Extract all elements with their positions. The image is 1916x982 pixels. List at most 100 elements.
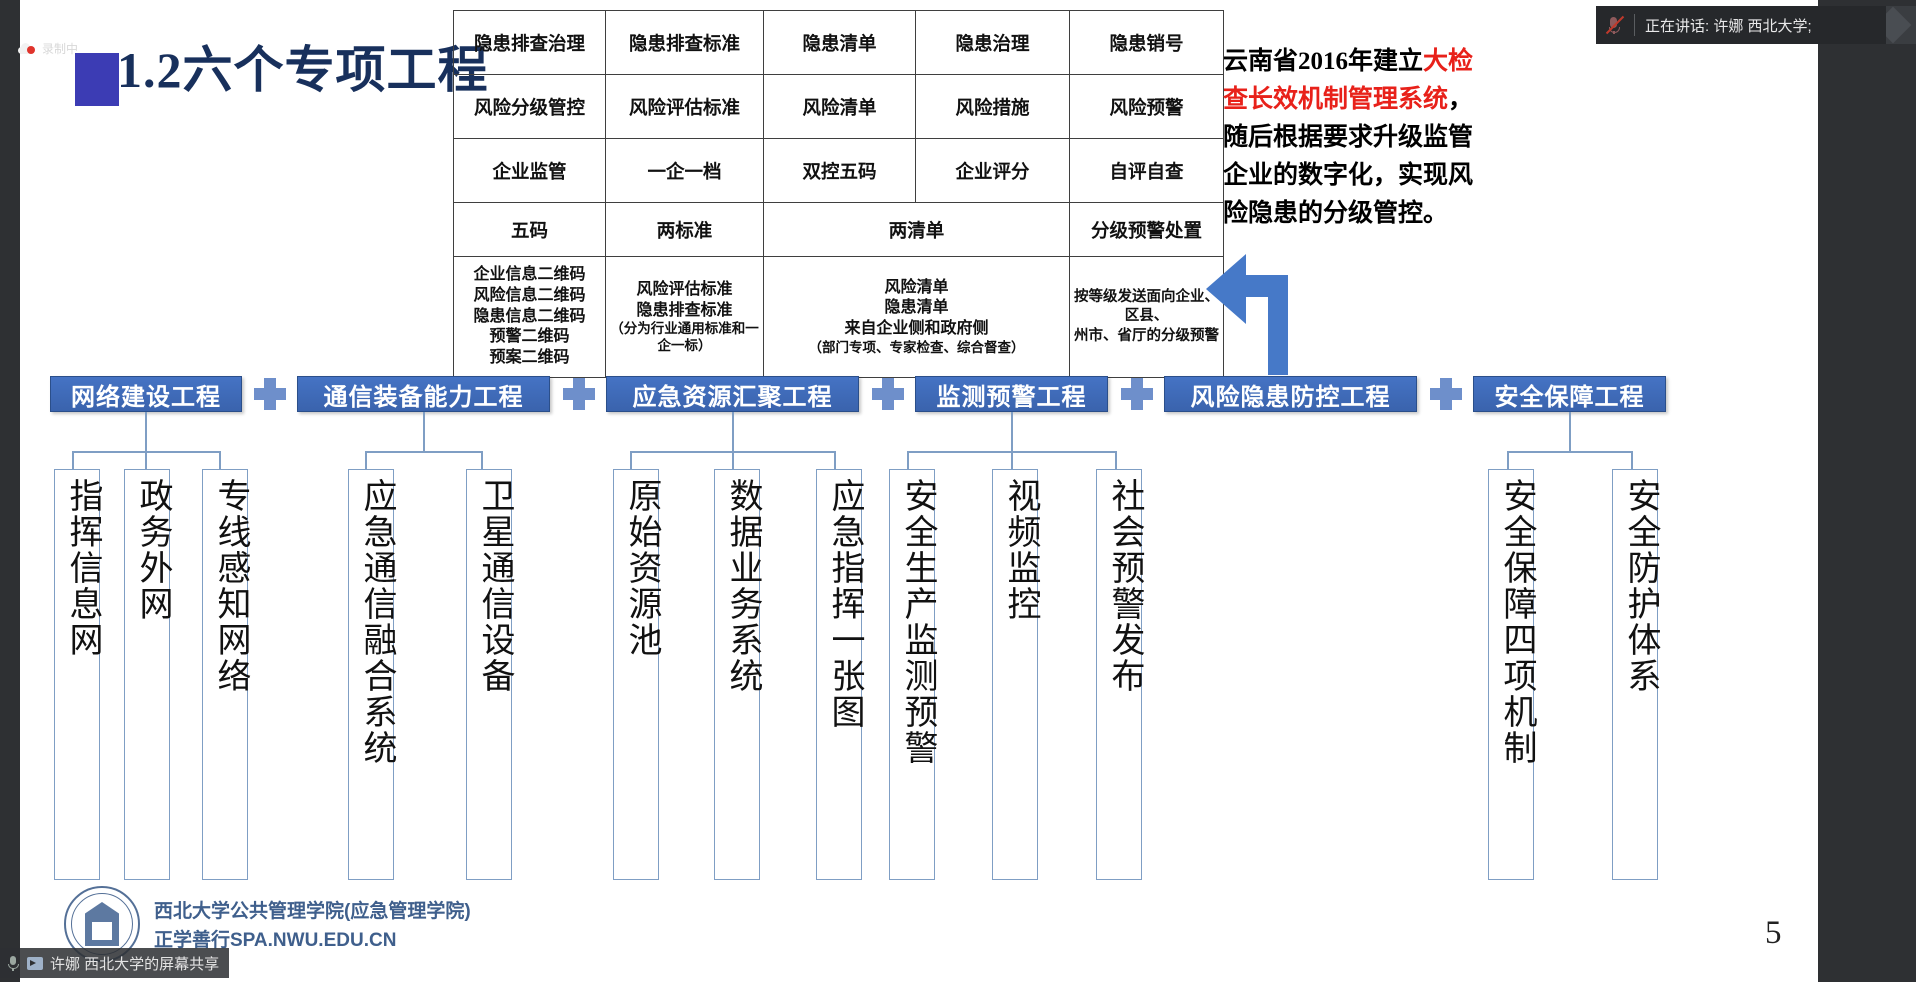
- connector-drop: [834, 451, 836, 471]
- connector-bar: [365, 451, 481, 453]
- screen-share-status-bar: 许娜 西北大学的屏幕共享: [0, 948, 230, 978]
- project-banner-comm-equipment[interactable]: 通信装备能力工程: [297, 376, 550, 412]
- connector-drop: [630, 451, 632, 471]
- right-note-highlight: 大检查长效机制管理系统: [1223, 48, 1474, 113]
- cell: 风险分级管控: [453, 74, 606, 139]
- leaf-box-production-safety-monitor[interactable]: 安全生产监测预警: [889, 469, 936, 880]
- table-row: 隐患排查治理 隐患排查标准 隐患清单 隐患治理 隐患销号: [453, 10, 1224, 75]
- leaf-box-satellite-comm-device[interactable]: 卫星通信设备: [466, 469, 513, 880]
- connector-drop: [481, 451, 483, 471]
- footer-line-2: 正学善行SPA.NWU.EDU.CN: [154, 930, 397, 951]
- screen-share-label: 许娜 西北大学的屏幕共享: [50, 955, 220, 973]
- cell: 隐患销号: [1069, 10, 1224, 75]
- table-row: 企业监管 一企一档 双控五码 企业评分 自评自查: [453, 138, 1224, 203]
- summary-cell-codes: 企业信息二维码风险信息二维码隐患信息二维码预警二维码预案二维码: [453, 256, 606, 378]
- cell: 一企一档: [605, 138, 764, 203]
- summary-header: 两清单: [763, 202, 1070, 257]
- plus-icon: [1430, 378, 1462, 410]
- project-banner-emergency-res[interactable]: 应急资源汇聚工程: [606, 376, 859, 412]
- leaf-box-emergency-command-map[interactable]: 应急指挥一张图: [816, 469, 863, 880]
- plus-icon: [563, 378, 595, 410]
- recording-label: 录制中: [42, 42, 79, 56]
- cell: 风险清单: [763, 74, 916, 139]
- table-row-summary-headers: 五码 两标准 两清单 分级预警处置: [453, 202, 1224, 257]
- leaf-box-dedicated-sensing-net[interactable]: 专线感知网络: [202, 469, 249, 880]
- right-note-after: ，随后根据要求升级监管企业的数字化，实现风险隐患的分级管控。: [1223, 86, 1474, 227]
- slide-page-number: 5: [1765, 915, 1782, 951]
- screen-share-icon: [27, 956, 43, 970]
- cell: 自评自查: [1069, 138, 1224, 203]
- active-speaker-label: 正在讲话: 许娜 西北大学;: [1645, 17, 1812, 35]
- shared-slide: 1.2六个专项工程 隐患排查治理 隐患排查标准 隐患清单 隐患治理 隐患销号 风…: [20, 0, 1818, 982]
- connector-stem: [732, 412, 734, 452]
- summary-header: 分级预警处置: [1069, 202, 1224, 257]
- plus-icon: [1121, 378, 1153, 410]
- cell: 企业评分: [915, 138, 1070, 203]
- title-accent-square: [75, 53, 119, 106]
- project-banner-risk-control[interactable]: 风险隐患防控工程: [1164, 376, 1417, 412]
- connector-drop: [365, 451, 367, 471]
- mic-muted-icon: [1604, 14, 1625, 36]
- connector-drop: [1507, 451, 1509, 471]
- connector-drop: [1115, 451, 1117, 471]
- footer-line-1: 西北大学公共管理学院(应急管理学院): [154, 901, 471, 922]
- project-banner-safety-guarantee[interactable]: 安全保障工程: [1473, 376, 1666, 412]
- table-row-summary-body: 企业信息二维码风险信息二维码隐患信息二维码预警二维码预案二维码 风险评估标准隐患…: [453, 256, 1224, 378]
- summary-cell-alerts: 按等级发送面向企业、区县、州市、省厅的分级预警: [1069, 256, 1224, 378]
- connector-drop: [145, 451, 147, 471]
- cell: 隐患清单: [763, 10, 916, 75]
- right-note-before: 云南省2016年建立: [1223, 48, 1424, 75]
- right-note-paragraph: 云南省2016年建立大检查长效机制管理系统，随后根据要求升级监管企业的数字化，实…: [1223, 43, 1495, 233]
- summary-cell-text: 企业信息二维码风险信息二维码隐患信息二维码预警二维码预案二维码: [473, 266, 586, 367]
- active-speaker-bar[interactable]: 正在讲话: 许娜 西北大学;: [1596, 6, 1886, 44]
- connector-drop: [1011, 451, 1013, 471]
- leaf-box-video-surveillance[interactable]: 视频监控: [992, 469, 1039, 880]
- left-arrow-icon: [1206, 254, 1288, 375]
- cell: 隐患排查标准: [605, 10, 764, 75]
- cell: 隐患治理: [915, 10, 1070, 75]
- right-chrome-rail: [1818, 0, 1916, 982]
- project-banner-network[interactable]: 网络建设工程: [50, 376, 242, 412]
- summary-cell-note: （分为行业通用标准和一企一标）: [610, 321, 759, 353]
- connector-drop: [219, 451, 221, 471]
- connector-drop: [72, 451, 74, 471]
- connector-stem: [423, 412, 425, 452]
- connector-drop: [1631, 451, 1633, 471]
- summary-cell-standards: 风险评估标准隐患排查标准 （分为行业通用标准和一企一标）: [605, 256, 764, 378]
- recording-indicator[interactable]: 录制中: [18, 40, 78, 57]
- leaf-box-command-info-net[interactable]: 指挥信息网: [54, 469, 101, 880]
- connector-stem: [145, 412, 147, 452]
- summary-header: 五码: [453, 202, 606, 257]
- leaf-box-safety-protection-system[interactable]: 安全防护体系: [1612, 469, 1659, 880]
- project-banner-monitoring[interactable]: 监测预警工程: [915, 376, 1108, 412]
- plus-icon: [872, 378, 904, 410]
- connector-drop: [907, 451, 909, 471]
- summary-cell-note: （部门专项、专家检查、综合督查）: [808, 339, 1025, 355]
- connector-bar: [1507, 451, 1631, 453]
- divider: [1634, 14, 1635, 36]
- summary-cell-text: 风险清单隐患清单来自企业侧和政府侧: [844, 278, 989, 338]
- hazard-risk-matrix-table: 隐患排查治理 隐患排查标准 隐患清单 隐患治理 隐患销号 风险分级管控 风险评估…: [453, 10, 1224, 378]
- summary-header: 两标准: [605, 202, 764, 257]
- summary-cell-lists: 风险清单隐患清单来自企业侧和政府侧 （部门专项、专家检查、综合督查）: [763, 256, 1070, 378]
- plus-icon: [254, 378, 286, 410]
- mic-icon[interactable]: [6, 955, 20, 972]
- connector-stem: [1569, 412, 1571, 452]
- leaf-box-data-business-system[interactable]: 数据业务系统: [714, 469, 761, 880]
- left-chrome-rail: [0, 0, 20, 982]
- cell: 双控五码: [763, 138, 916, 203]
- connector-drop: [732, 451, 734, 471]
- leaf-box-public-alert-release[interactable]: 社会预警发布: [1096, 469, 1143, 880]
- cloud-record-icon: [18, 43, 36, 54]
- page-title: 1.2六个专项工程: [117, 42, 489, 98]
- cell: 风险评估标准: [605, 74, 764, 139]
- leaf-box-gov-extranet[interactable]: 政务外网: [124, 469, 171, 880]
- summary-cell-text: 按等级发送面向企业、区县、州市、省厅的分级预警: [1074, 288, 1219, 344]
- leaf-box-raw-resource-pool[interactable]: 原始资源池: [613, 469, 660, 880]
- leaf-box-emergency-comm-fusion[interactable]: 应急通信融合系统: [348, 469, 395, 880]
- leaf-box-four-safety-mechanisms[interactable]: 安全保障四项机制: [1488, 469, 1535, 880]
- connector-stem: [1011, 412, 1013, 452]
- cell: 企业监管: [453, 138, 606, 203]
- cell: 风险预警: [1069, 74, 1224, 139]
